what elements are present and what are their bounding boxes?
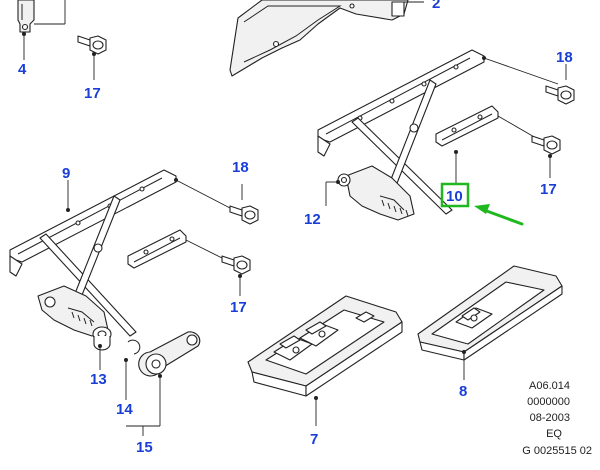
pointer-arrow: [474, 204, 524, 226]
bolt-17-right: [531, 135, 561, 155]
bolt-18-middle: [229, 205, 259, 225]
part-8-window-switch: [417, 265, 563, 361]
ref-line-4: EQ: [546, 428, 562, 440]
part-4-bracket: [17, 0, 35, 33]
reference-block: A06.014 0000000 08-2003 EQ G 0025515 02: [522, 380, 592, 457]
callout-13: 13: [90, 371, 107, 388]
part-14-clip: [127, 339, 141, 355]
callout-8: 8: [459, 383, 467, 400]
callout-12: 12: [304, 211, 321, 228]
bolt-18-upper-right: [545, 85, 575, 105]
ref-line-5: G 0025515 02: [522, 445, 592, 457]
bolt-17-top-left: [77, 35, 107, 55]
ref-line-1: A06.014: [529, 380, 570, 392]
part-2-door-panel: [229, 0, 409, 77]
bolt-17-middle: [221, 255, 251, 275]
ref-line-2: 0000000: [527, 396, 570, 408]
callout-17-top-left: 17: [84, 85, 101, 102]
callout-10: 10: [446, 188, 463, 205]
callout-9: 9: [62, 165, 70, 182]
callout-7: 7: [310, 431, 318, 448]
part-7-master-switch: [247, 295, 403, 397]
callout-15: 15: [136, 439, 153, 456]
callout-4: 4: [18, 61, 27, 78]
callout-10-highlight: [440, 182, 470, 208]
regulator-left: [9, 169, 187, 337]
ref-line-3: 08-2003: [530, 412, 570, 424]
callout-17-middle: 17: [230, 299, 247, 316]
part-15-window-crank: [138, 331, 201, 377]
callout-17-right: 17: [540, 181, 557, 198]
callout-2: 2: [432, 0, 440, 12]
regulator-upper-right: [317, 49, 499, 221]
callout-14: 14: [116, 401, 133, 418]
callout-18-middle: 18: [232, 159, 249, 176]
callout-18-upper-right: 18: [556, 49, 573, 66]
part-13-bushing: [92, 326, 112, 351]
